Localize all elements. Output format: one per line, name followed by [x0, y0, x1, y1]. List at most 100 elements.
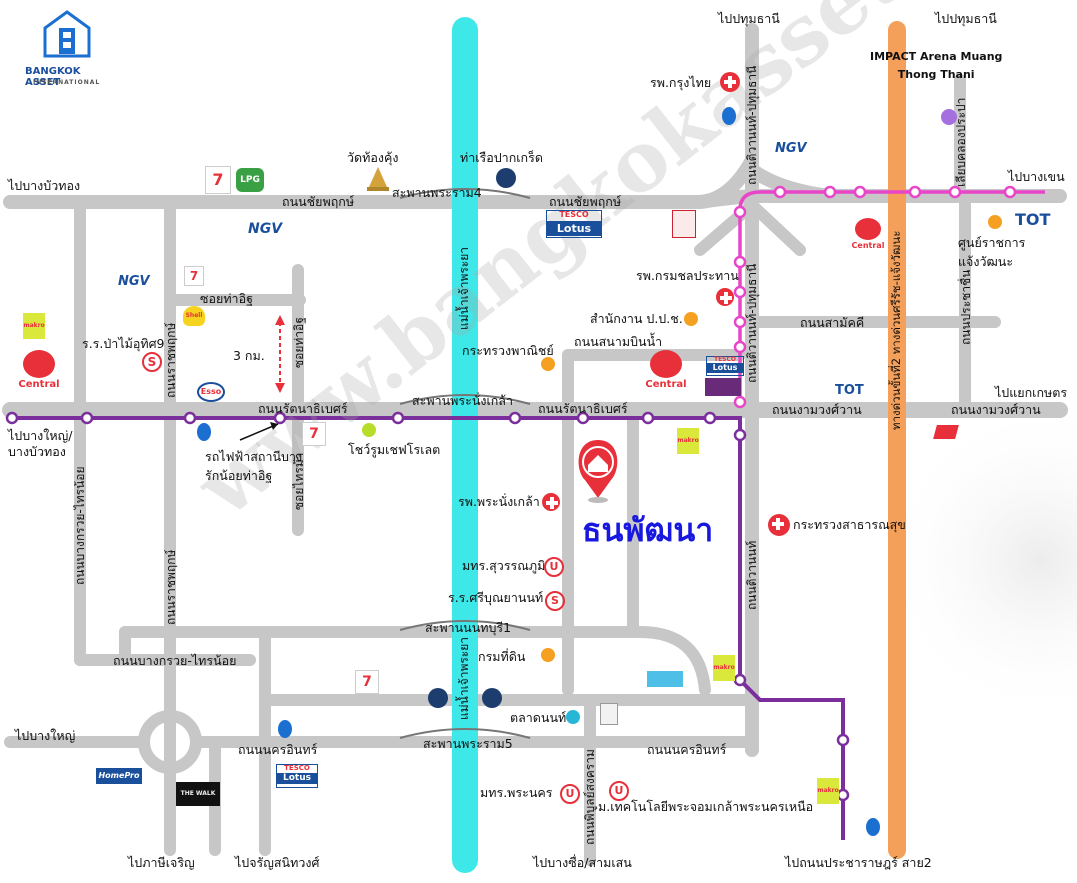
road-label-nakhon-in-e: ถนนนครอินทร์ [647, 742, 727, 757]
pier-icon [428, 688, 448, 708]
road-label-rattanathibet-e: ถนนรัตนาธิเบศร์ [538, 401, 628, 416]
road-nonthaburi1 [119, 626, 711, 696]
university-icon: U [560, 784, 580, 804]
brand-mark-icon [933, 425, 959, 439]
road-label-ngamwongwan-w: ถนนงามวงศ์วาน [772, 402, 862, 417]
bridge-rama5: สะพานพระราม5 [423, 736, 513, 751]
hospital-icon [720, 72, 740, 92]
project-pin [578, 440, 618, 503]
bridge-nangklao: สะพานพระนั่งเกล้า [412, 393, 513, 408]
school-icon: S [545, 591, 565, 611]
place-wat: วัดท้องคุ้ง [347, 150, 399, 165]
showroom-marker [362, 423, 376, 437]
bridge-nonthaburi1: สะพานนนทบุรี1 [425, 620, 512, 635]
place-sriboon-school: ร.ร.ศรีบุณยานนท์ [448, 590, 544, 605]
place-gov-center: ศูนย์ราชการ แจ้งวัฒนะ [958, 235, 1026, 269]
seven-eleven-logo: 7 [184, 266, 204, 286]
road-label-tiwanon-n: ถนนติวานนท์-ปทุมธานี [745, 65, 759, 185]
direction-bang-yai-bang-bua-thong: ไปบางใหญ่/ บางบัวทอง [8, 428, 73, 460]
makro-logo: makro [677, 428, 699, 454]
logo-sub: INTERNATIONAL [33, 79, 101, 86]
road-label-bangkruai-sainoi: ถนนบางกรวย-ไทรน้อย [113, 653, 237, 668]
place-train-station: รถไฟฟ้าสถานีบาง รักน้อยท่าอิฐ [205, 449, 303, 483]
project-name: ธนพัฒนา [582, 511, 714, 549]
building-icon [672, 210, 696, 238]
esso-logo: Esso [197, 382, 225, 402]
school-icon: S [142, 352, 162, 372]
ngv-logo: NGV [118, 274, 150, 289]
hospital-icon [768, 514, 790, 536]
direction-pathum-thani-2: ไปปทุมธานี [935, 11, 997, 26]
road-label-tiwanon-s: ถนนติวานนท์ [745, 540, 759, 610]
road-label-phibunsongkhram: ถนนพิบูลย์สงคราม [583, 749, 597, 845]
place-land-dept: กรมที่ดิน [478, 649, 526, 664]
road-label-samakkhi: ถนนสามัคคี [800, 315, 865, 330]
impact-marker [941, 109, 957, 125]
purple-line [12, 416, 845, 840]
central-icon [650, 350, 682, 378]
market-marker [566, 710, 580, 724]
place-chonprathan-hospital: รพ.กรมชลประทาน [636, 268, 739, 283]
pink-line-stations [733, 185, 1017, 409]
pier-icon [496, 168, 516, 188]
pier-icon [482, 688, 502, 708]
direction-yaek-kaset: ไปแยกเกษตร [995, 385, 1068, 400]
logo-mark-icon [43, 10, 91, 58]
place-suwannaphum: มทร.สุวรรณภูมิ [462, 558, 546, 573]
road-label-sanambinnam: ถนนสนามบินน้ำ [574, 334, 663, 349]
road-label-ratchaphruek-n: ถนนราชพฤกษ์ [164, 322, 178, 398]
makro-logo: makro [713, 655, 735, 681]
ngv-logo: NGV [775, 141, 807, 156]
ngv-logo: NGV [248, 221, 283, 237]
direction-prachachuen: ไปถนนประชาราษฎร์ สาย2 [785, 855, 932, 870]
hospital-icon [716, 288, 734, 306]
road-label-prachachuen: ถนนประชาชื่น [959, 269, 973, 345]
place-school-pamai: ร.ร.ป่าไม้อุทิศ9 [82, 336, 165, 351]
direction-bang-bua-thong: ไปบางบัวทอง [8, 178, 81, 193]
river-label-south: แม่น้ำเจ้าพระยา [457, 636, 471, 720]
store-icon [647, 671, 683, 687]
esplanade-icon [705, 378, 741, 396]
road-label-ratchaphruek-s: ถนนราชพฤกษ์ [164, 549, 178, 625]
central-icon [23, 350, 55, 378]
central-logo: Central [645, 350, 687, 392]
university-icon: U [544, 557, 564, 577]
place-pier-pakkret: ท่าเรือปากเกร็ด [460, 150, 543, 165]
distance-arrow-bottom [275, 383, 285, 393]
road-label-tiwanon-mid: ถนนติวานนท์-ปทุมธานี [745, 263, 759, 383]
seven-eleven-logo: 7 [302, 422, 326, 446]
bridges [399, 188, 531, 739]
office-marker [684, 312, 698, 326]
road-label-bangkruai-v: ถนนบางกรวย-ไทรน้อย [73, 466, 87, 585]
central-logo: Central [850, 218, 886, 254]
road-label-chaiyaphruek-w: ถนนชัยพฤกษ์ [282, 194, 355, 209]
makro-logo: makro [817, 778, 839, 804]
road-north-branch-2 [745, 163, 837, 203]
tot-logo: TOT [1015, 210, 1051, 229]
purple-line-stations [5, 411, 850, 802]
place-phranakhon-univ: มทร.พระนคร [480, 785, 553, 800]
ptt-icon [866, 818, 880, 836]
office-marker [988, 215, 1002, 229]
river-label-north: แม่น้ำเจ้าพระยา [457, 246, 471, 330]
logo-name: BANGKOK ASSET [25, 66, 81, 88]
tesco-lotus-logo: TESCO Lotus [706, 356, 744, 376]
homepro-logo: HomePro [96, 768, 142, 784]
logo: BANGKOK ASSET INTERNATIONAL [25, 8, 105, 88]
temple-icon [367, 167, 389, 191]
ptt-icon [197, 423, 211, 441]
tot-logo: TOT [835, 383, 864, 398]
place-nangklao-hospital: รพ.พระนั่งเกล้า [458, 494, 540, 509]
seven-eleven-logo: 7 [355, 670, 379, 694]
direction-bang-yai: ไปบางใหญ่ [15, 728, 76, 743]
place-market: ตลาดนนท์ [510, 710, 567, 725]
direction-bang-sue: ไปบางซื่อ/สามเสน [533, 855, 632, 870]
road-label-soi-tha-it-v: ซอยท่าอิฐ [292, 317, 306, 368]
ptt-icon [722, 107, 736, 125]
road-label-rattanathibet-w: ถนนรัตนาธิเบศร์ [258, 401, 348, 416]
thewalk-logo: THE WALK [176, 782, 220, 806]
ptt-icon [278, 720, 292, 738]
place-impact: IMPACT Arena Muang Thong Thani [870, 50, 1003, 81]
direction-pathum-thani-1: ไปปทุมธานี [718, 11, 780, 26]
